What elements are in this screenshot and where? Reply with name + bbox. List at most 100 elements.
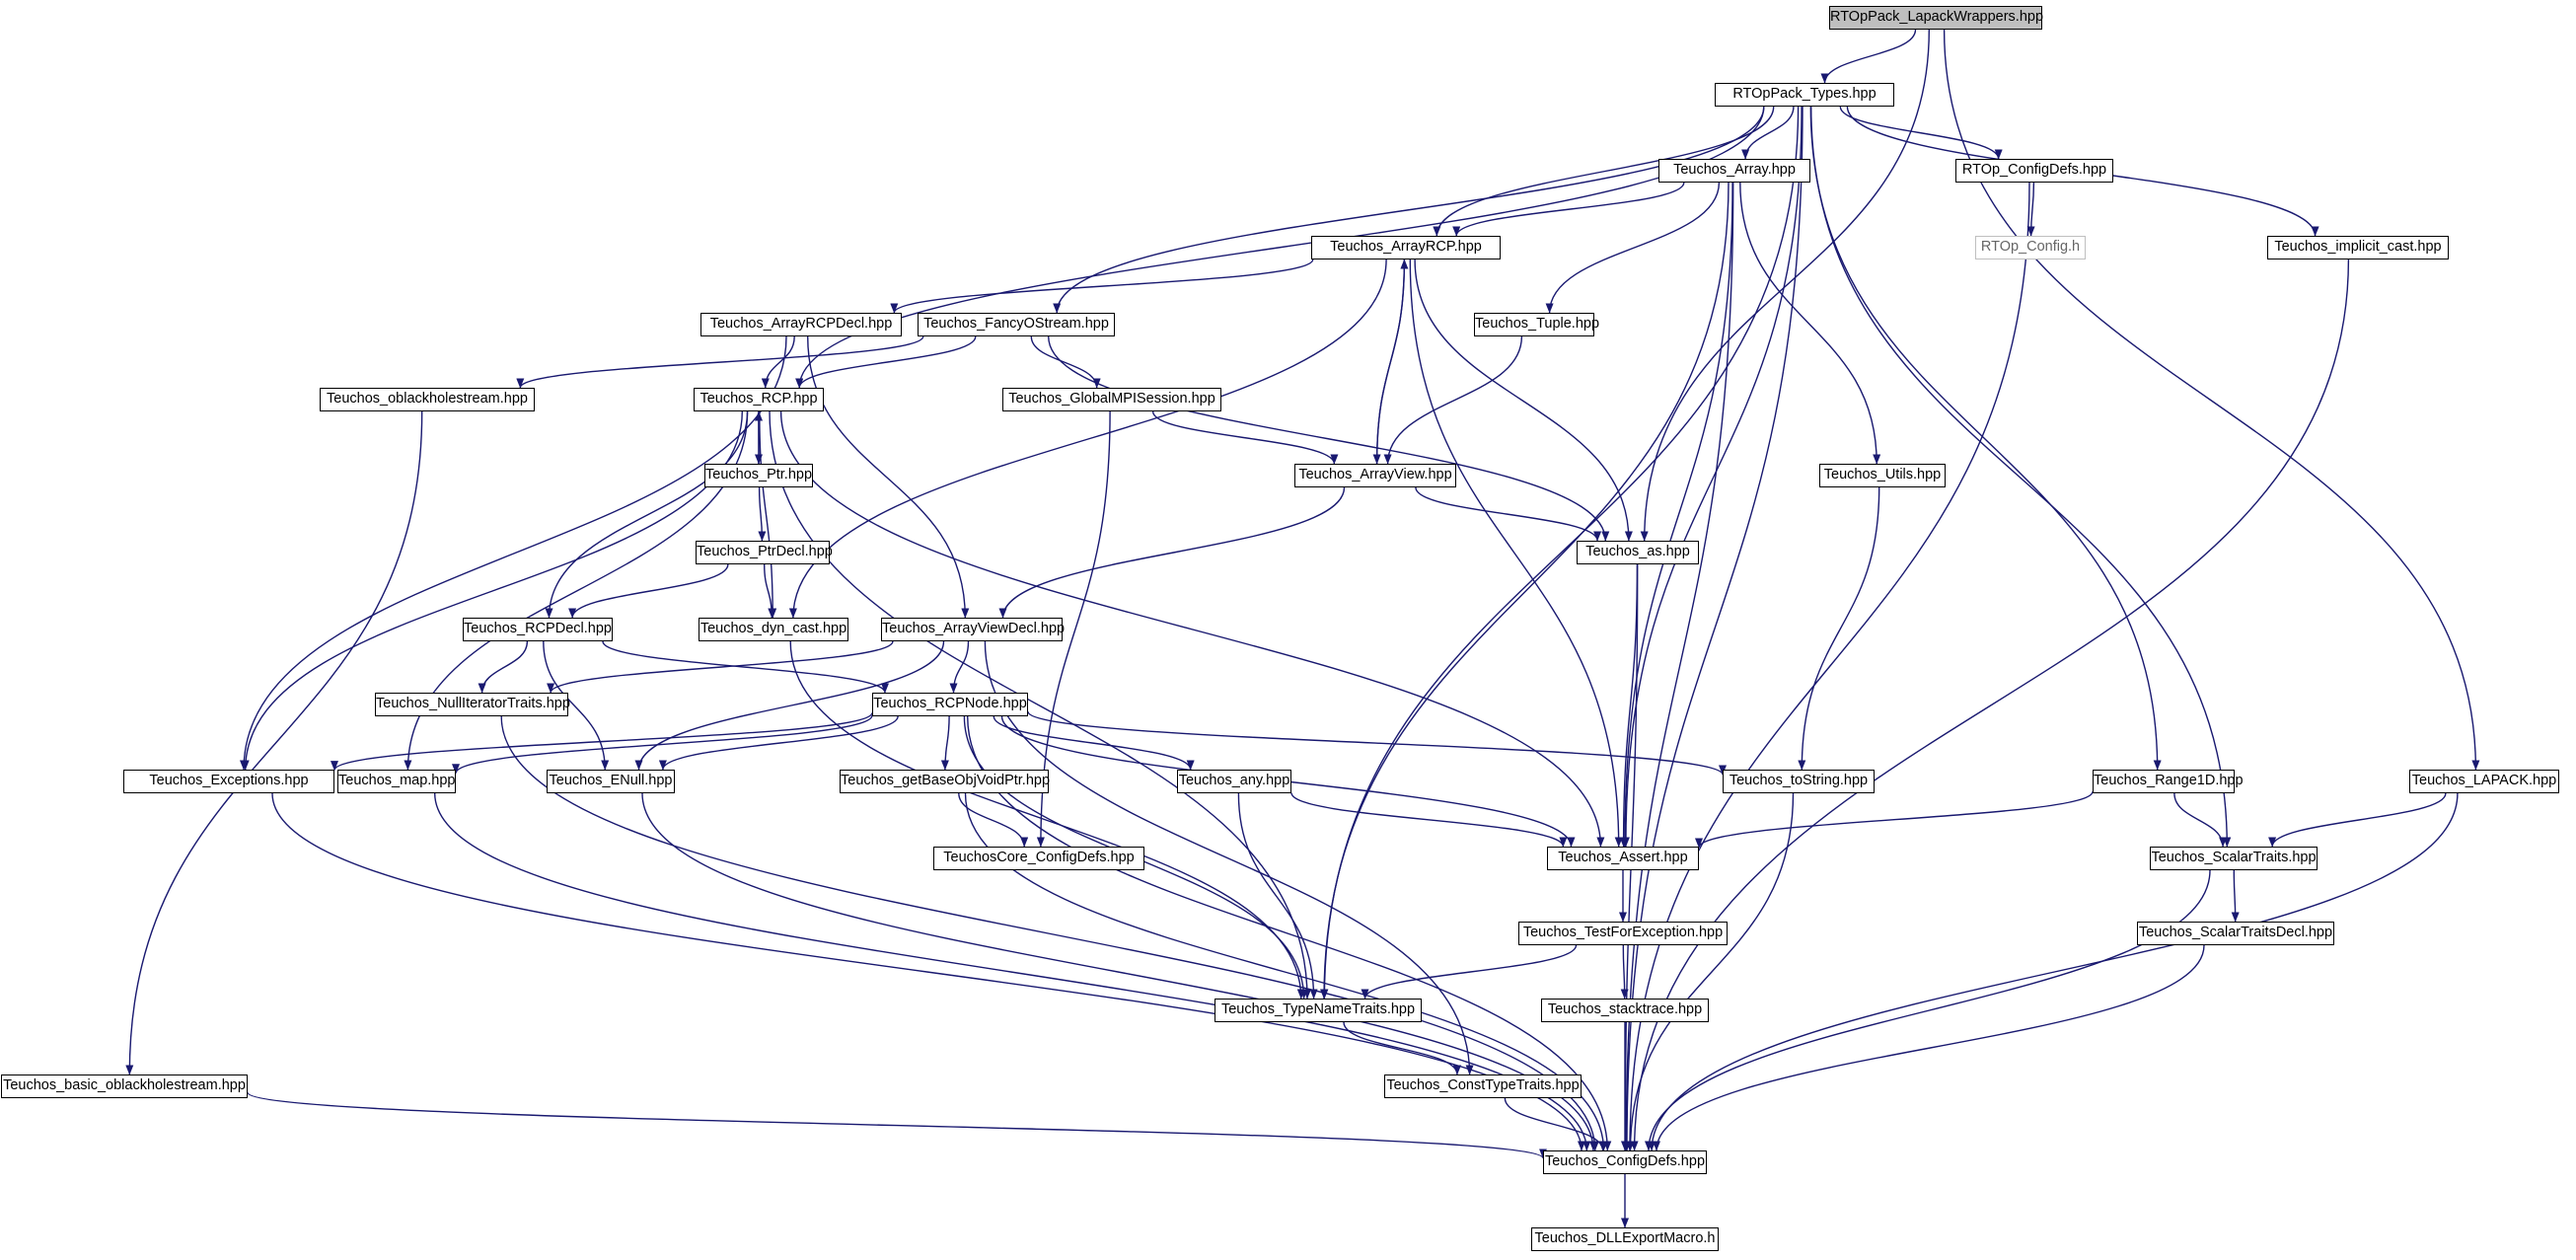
node-map[interactable]: Teuchos_map.hpp (337, 770, 456, 793)
node-assert[interactable]: Teuchos_Assert.hpp (1547, 847, 1699, 870)
node-rcpnode[interactable]: Teuchos_RCPNode.hpp (872, 693, 1028, 716)
edge-rcpnode-to-tostring (1027, 710, 1727, 776)
node-nullit[interactable]: Teuchos_NullIteratorTraits.hpp (375, 693, 570, 716)
node-root: RTOpPack_LapackWrappers.hpp (1829, 6, 2043, 30)
edge-array-to-arcp (1452, 182, 1685, 237)
node-scalardecl[interactable]: Teuchos_ScalarTraitsDecl.hpp (2137, 922, 2334, 945)
node-ptrdecl[interactable]: Teuchos_PtrDecl.hpp (696, 541, 833, 564)
node-aview[interactable]: Teuchos_ArrayView.hpp (1294, 464, 1456, 487)
edge-aview-to-arcp (1375, 259, 1409, 465)
edge-types-to-range1d (1809, 106, 2162, 771)
node-range1d[interactable]: Teuchos_Range1D.hpp (2093, 770, 2244, 793)
edge-types-to-scalar (1810, 106, 2232, 848)
edge-dyncast-to-typename (789, 640, 1305, 1000)
edge-aviewdecl-to-rcpnode (949, 640, 970, 694)
node-rtopconfigh: RTOp_Config.h (1975, 236, 2086, 259)
node-excep[interactable]: Teuchos_Exceptions.hpp (123, 770, 334, 793)
node-config[interactable]: Teuchos_ConfigDefs.hpp (1543, 1150, 1707, 1174)
edge-array-to-typename (1320, 182, 1730, 1000)
edge-fancy-to-as (1048, 335, 1610, 542)
edge-aview-to-as (1415, 486, 1602, 542)
node-implicit[interactable]: Teuchos_implicit_cast.hpp (2267, 236, 2449, 259)
node-rcpdecl[interactable]: Teuchos_RCPDecl.hpp (463, 618, 613, 641)
edge-root-to-as (1640, 29, 1930, 542)
edge-rcpdecl-to-rcpnode (602, 640, 889, 694)
edge-aview-to-aviewdecl (998, 486, 1346, 619)
edge-rcpdecl-to-nullit (478, 640, 529, 694)
edge-oblack-to-basicob (125, 410, 423, 1075)
node-rtopcfg[interactable]: RTOp_ConfigDefs.hpp (1955, 159, 2113, 183)
node-types[interactable]: RTOpPack_Types.hpp (1715, 83, 1894, 107)
edge-rcp-to-assert (779, 410, 1605, 848)
edge-getbase-to-coreconf (958, 792, 1029, 848)
edge-typename-to-consttype (1343, 1021, 1461, 1075)
edge-rcpnode-to-enull (658, 715, 899, 771)
node-lapack[interactable]: Teuchos_LAPACK.hpp (2409, 770, 2559, 793)
edge-ptrdecl-to-rcpdecl (568, 563, 729, 619)
edge-ptr-to-ptrdecl (758, 486, 767, 542)
edge-root-to-types (1820, 29, 1917, 84)
edge-basicob-to-config (247, 1091, 1547, 1159)
edge-types-to-rcp (795, 106, 1765, 389)
node-tostring[interactable]: Teuchos_toString.hpp (1723, 770, 1875, 793)
node-as[interactable]: Teuchos_as.hpp (1577, 541, 1699, 564)
node-dll[interactable]: Teuchos_DLLExportMacro.h (1531, 1227, 1719, 1251)
node-aviewdecl[interactable]: Teuchos_ArrayViewDecl.hpp (881, 618, 1065, 641)
node-fancy[interactable]: Teuchos_FancyOStream.hpp (918, 313, 1115, 336)
node-dyncast[interactable]: Teuchos_dyn_cast.hpp (699, 618, 848, 641)
edge-rcpnode-to-map (452, 714, 873, 775)
node-gmpi[interactable]: Teuchos_GlobalMPISession.hpp (1002, 388, 1221, 411)
node-rcp[interactable]: Teuchos_RCP.hpp (694, 388, 824, 411)
edge-fancy-to-gmpi (1030, 335, 1101, 389)
edge-scalardecl-to-config (1653, 944, 2205, 1151)
edge-range1d-to-assert (1695, 790, 2094, 849)
edge-types-to-fancy (1053, 106, 1765, 314)
edge-consttype-to-config (1504, 1097, 1607, 1151)
edge-any-to-assert (1290, 792, 1568, 848)
edge-rcp-to-typename (769, 410, 1311, 1000)
node-tuple[interactable]: Teuchos_Tuple.hpp (1474, 313, 1599, 336)
node-enull[interactable]: Teuchos_ENull.hpp (547, 770, 675, 793)
node-getbase[interactable]: Teuchos_getBaseObjVoidPtr.hpp (840, 770, 1050, 793)
edge-testfor-to-stack (1620, 944, 1629, 1000)
node-testfor[interactable]: Teuchos_TestForException.hpp (1518, 922, 1728, 945)
node-basicob[interactable]: Teuchos_basic_oblackholestream.hpp (1, 1075, 248, 1098)
edge-implicit-to-config (1630, 259, 2350, 1151)
node-ptr[interactable]: Teuchos_Ptr.hpp (704, 464, 813, 487)
node-consttype[interactable]: Teuchos_ConstTypeTraits.hpp (1384, 1075, 1582, 1098)
node-scalar[interactable]: Teuchos_ScalarTraits.hpp (2150, 847, 2318, 870)
edge-rcpnode-to-config (967, 715, 1612, 1151)
edge-as-to-assert (1619, 563, 1639, 848)
edge-types-to-arcp (1433, 106, 1775, 237)
node-arcp[interactable]: Teuchos_ArrayRCP.hpp (1311, 236, 1501, 259)
node-oblack[interactable]: Teuchos_oblackholestream.hpp (320, 388, 535, 411)
node-array[interactable]: Teuchos_Array.hpp (1658, 159, 1810, 183)
edge-aviewdecl-to-consttype (984, 640, 1474, 1075)
edge-array-to-assert (1620, 182, 1733, 848)
edge-fancy-to-oblack (516, 335, 924, 389)
edge-types-to-assert (1621, 106, 1803, 848)
edge-rcpnode-to-any (993, 715, 1195, 771)
edge-fancy-to-rcp (795, 335, 977, 389)
edge-array-to-utils (1739, 182, 1881, 465)
edge-aviewdecl-to-enull (634, 640, 945, 771)
node-stack[interactable]: Teuchos_stacktrace.hpp (1541, 999, 1709, 1022)
edge-tostring-to-config (1626, 792, 1795, 1151)
edge-rtopcfg-to-config (1626, 182, 2030, 1151)
edge-array-to-config (1622, 182, 1734, 1151)
node-arcpdecl[interactable]: Teuchos_ArrayRCPDecl.hpp (700, 313, 902, 336)
edge-rcpnode-to-excep (331, 712, 873, 772)
node-any[interactable]: Teuchos_any.hpp (1177, 770, 1291, 793)
node-typename[interactable]: Teuchos_TypeNameTraits.hpp (1214, 999, 1422, 1022)
edge-gmpi-to-aview (1151, 410, 1339, 465)
node-utils[interactable]: Teuchos_Utils.hpp (1819, 464, 1946, 487)
edge-range1d-to-scalar (2173, 792, 2228, 848)
edge-rcpnode-to-getbase (940, 715, 950, 771)
edge-aviewdecl-to-nullit (547, 640, 894, 694)
edge-arcp-to-assert (1409, 259, 1623, 848)
edge-testfor-to-typename (1361, 944, 1578, 1000)
node-coreconf[interactable]: TeuchosCore_ConfigDefs.hpp (933, 847, 1144, 870)
edge-root-to-lapack (1943, 29, 2480, 771)
edge-tuple-to-aview (1383, 335, 1523, 465)
